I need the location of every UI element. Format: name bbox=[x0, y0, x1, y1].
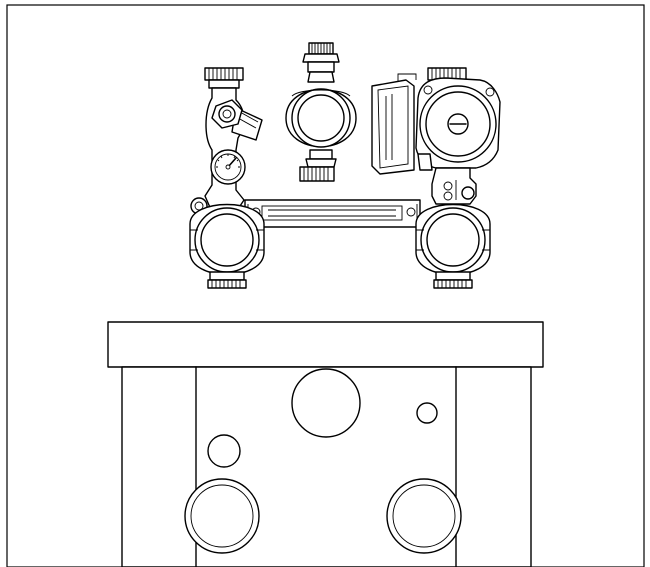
valve-icon bbox=[211, 99, 263, 141]
port-center bbox=[291, 368, 361, 438]
pump-group-right bbox=[371, 67, 501, 289]
port-small-right bbox=[416, 402, 438, 424]
housing-lid bbox=[107, 321, 544, 368]
outer-border bbox=[6, 4, 645, 567]
wall-housing bbox=[107, 321, 544, 567]
pipe-ring-left bbox=[189, 203, 265, 276]
pump-icon bbox=[415, 77, 501, 169]
meter-connector bbox=[285, 42, 357, 182]
pipe-ring-right bbox=[415, 203, 491, 276]
port-small-left bbox=[207, 434, 241, 468]
port-openings bbox=[184, 368, 462, 554]
pump-control-box bbox=[371, 73, 417, 175]
gauge-icon bbox=[210, 149, 246, 185]
flow-group-left bbox=[189, 67, 265, 289]
connecting-bar bbox=[244, 199, 421, 228]
port-bottom-right bbox=[386, 478, 462, 554]
port-bottom-left bbox=[184, 478, 260, 554]
pump-group-assembly bbox=[189, 42, 501, 289]
